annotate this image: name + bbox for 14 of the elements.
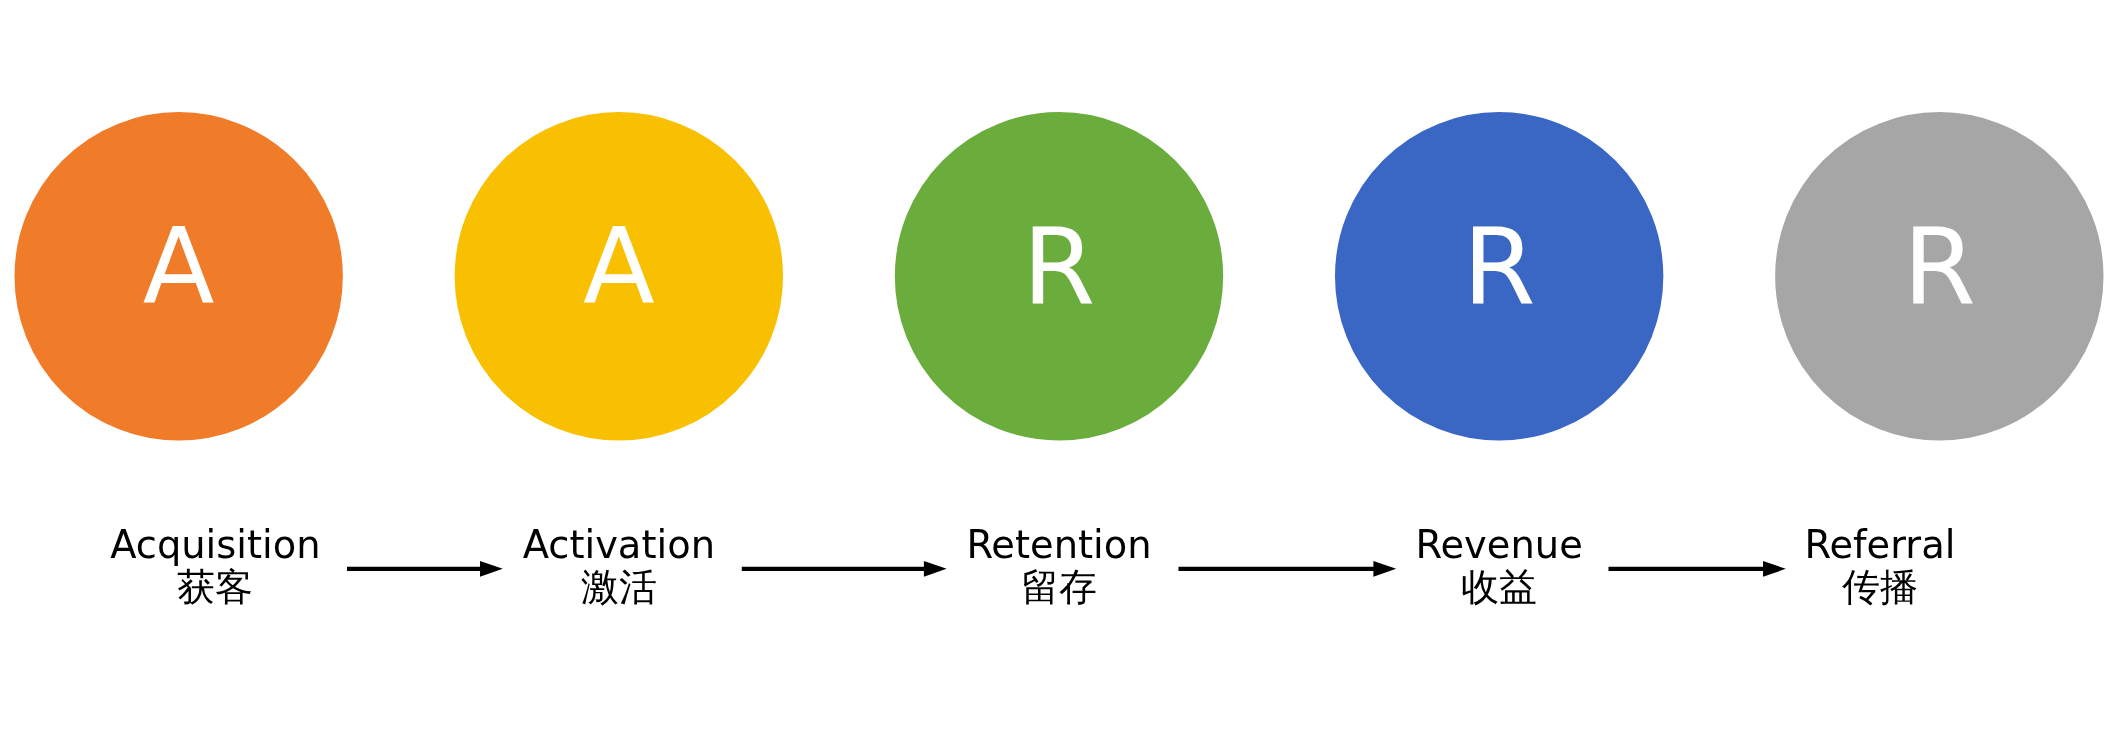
arrow	[741, 560, 947, 577]
node-text: Retention 留存	[966, 521, 1152, 609]
node-circle: R	[1334, 112, 1664, 441]
node-text: Revenue 收益	[1415, 521, 1583, 609]
node-text: Acquisition 获客	[110, 521, 321, 609]
arrow	[1178, 560, 1397, 577]
arrow	[346, 560, 503, 577]
node-circle: A	[454, 112, 784, 441]
node-circle: A	[14, 112, 343, 441]
node-text: Referral 传播	[1804, 521, 1956, 609]
node-circle: R	[1775, 112, 2104, 441]
arrow	[1608, 560, 1786, 577]
node-text: Activation 激活	[522, 521, 715, 609]
node-circle: R	[894, 112, 1224, 441]
